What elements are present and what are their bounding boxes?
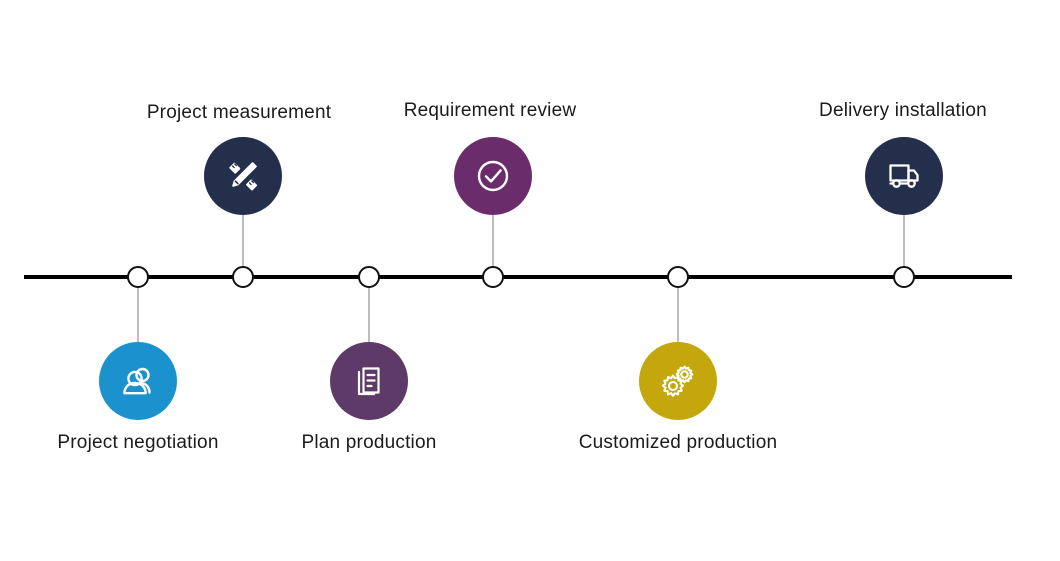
caption-delivery-installation: Delivery installation xyxy=(819,100,987,121)
timeline-node-5[interactable] xyxy=(667,266,689,288)
gears-icon xyxy=(656,359,700,403)
connector-step-3 xyxy=(368,288,370,344)
icon-bubble-project-negotiation[interactable] xyxy=(99,342,177,420)
timeline-axis xyxy=(24,275,1012,279)
caption-customized-production: Customized production xyxy=(578,432,778,453)
icon-bubble-requirement-review[interactable] xyxy=(454,137,532,215)
connector-step-5 xyxy=(677,288,679,344)
connector-step-4 xyxy=(492,214,494,266)
icon-bubble-customized-production[interactable] xyxy=(639,342,717,420)
documents-icon xyxy=(348,360,390,402)
pencil-ruler-icon xyxy=(222,155,264,197)
caption-project-measurement: Project measurement xyxy=(146,102,332,123)
icon-bubble-plan-production[interactable] xyxy=(330,342,408,420)
check-circle-icon xyxy=(471,154,515,198)
timeline-node-4[interactable] xyxy=(482,266,504,288)
timeline-node-2[interactable] xyxy=(232,266,254,288)
delivery-truck-icon xyxy=(882,154,926,198)
users-group-icon xyxy=(116,359,160,403)
icon-bubble-project-measurement[interactable] xyxy=(204,137,282,215)
timeline-node-3[interactable] xyxy=(358,266,380,288)
timeline-node-1[interactable] xyxy=(127,266,149,288)
connector-step-6 xyxy=(903,214,905,266)
icon-bubble-delivery-installation[interactable] xyxy=(865,137,943,215)
connector-step-1 xyxy=(137,288,139,344)
connector-step-2 xyxy=(242,214,244,266)
caption-plan-production: Plan production xyxy=(301,432,437,453)
caption-project-negotiation: Project negotiation xyxy=(57,432,219,453)
caption-requirement-review: Requirement review xyxy=(403,100,577,121)
timeline-node-6[interactable] xyxy=(893,266,915,288)
